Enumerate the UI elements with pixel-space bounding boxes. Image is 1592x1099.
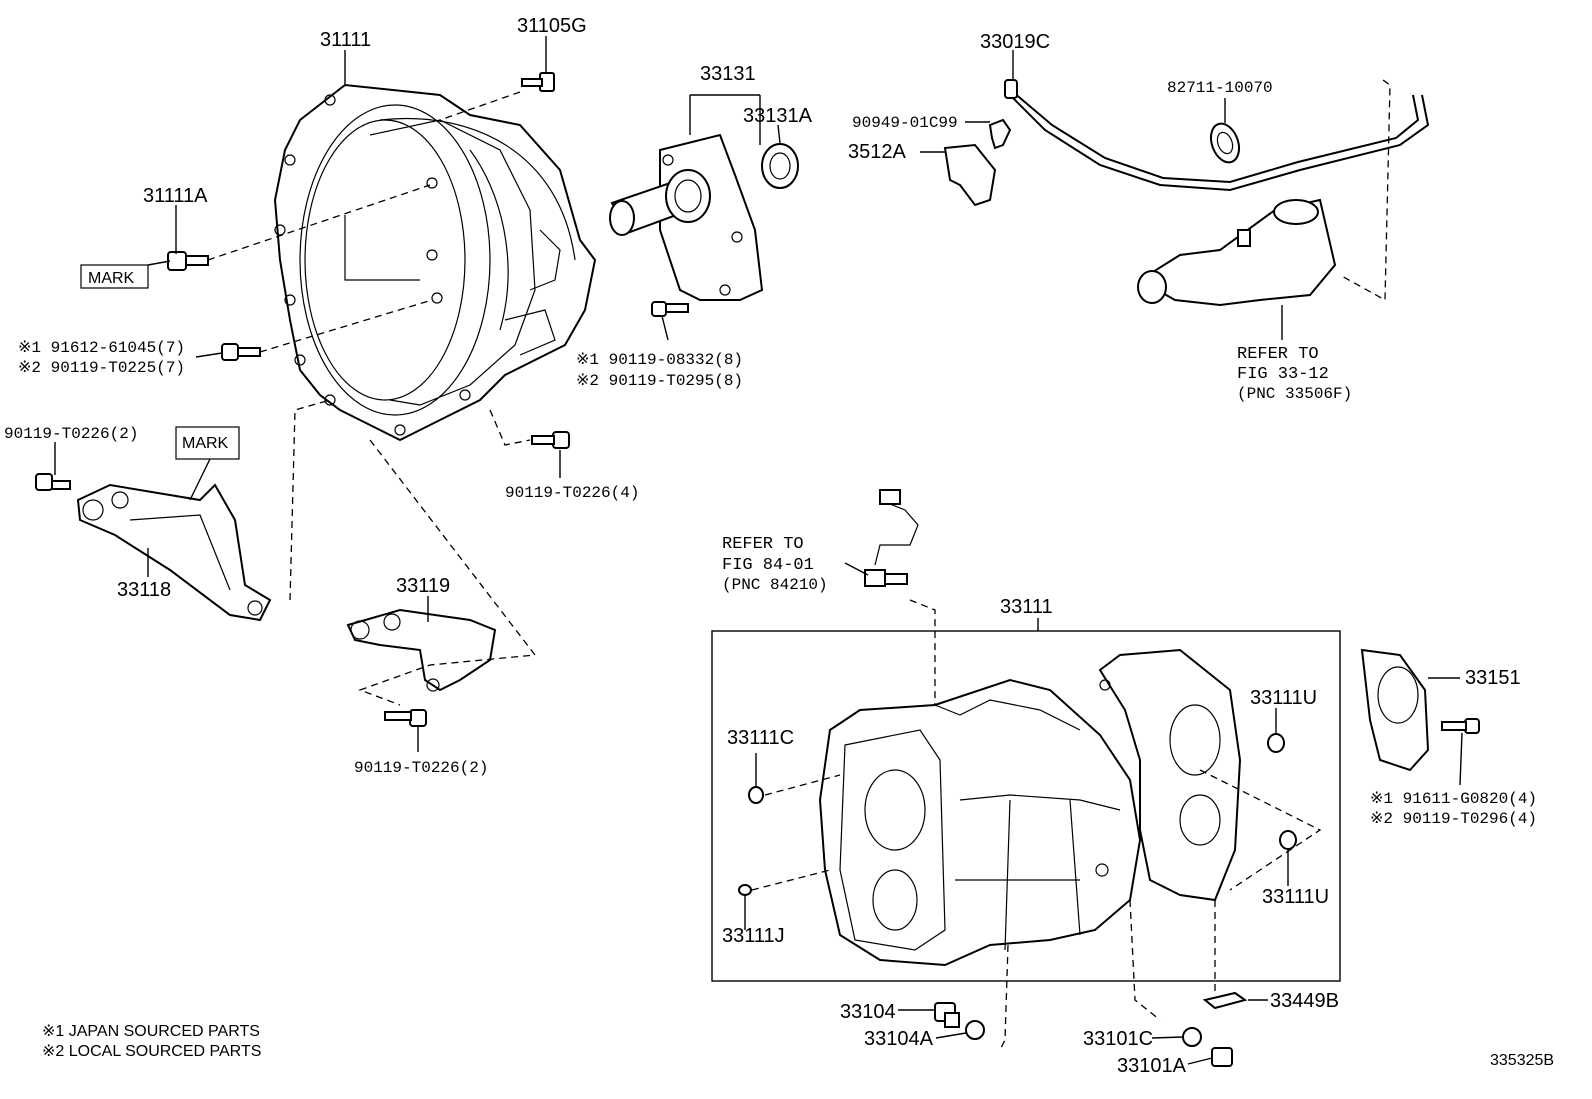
retainer-33151	[1360, 648, 1430, 772]
mark-box-2	[175, 426, 240, 460]
case-assembly-frame	[711, 630, 1341, 982]
label-33104A: 33104A	[864, 1028, 934, 1050]
breather-33449B	[1202, 991, 1248, 1010]
label-33104: 33104	[840, 1001, 896, 1023]
bracket-33119	[346, 608, 497, 692]
label-90119-T0226-2b: 90119-T0226(2)	[354, 759, 488, 777]
label-90949-01C99: 90949-01C99	[852, 114, 958, 132]
label-33131: 33131	[700, 63, 756, 85]
extension-housing-33506F	[1137, 198, 1337, 307]
gasket-33104A	[965, 1020, 985, 1040]
label-3512A: 3512A	[848, 141, 906, 163]
label-refer2a: REFER TO	[722, 535, 804, 554]
label-33449B: 33449B	[1270, 990, 1339, 1012]
label-33111U-a: 33111U	[1250, 687, 1317, 709]
gasket-33101C	[1182, 1027, 1202, 1047]
label-refer1a: REFER TO	[1237, 345, 1319, 364]
pin-33111U-a	[1267, 733, 1285, 753]
mark-box-1	[80, 264, 149, 289]
label-bolt3b: ※2 90119-T0296(4)	[1370, 810, 1537, 828]
label-refer1b: FIG 33-12	[1237, 365, 1329, 384]
label-82711-10070: 82711-10070	[1167, 79, 1273, 97]
label-bolt1a: ※1 91612-61045(7)	[18, 339, 185, 357]
label-33019C: 33019C	[980, 31, 1050, 53]
label-31111A: 31111A	[143, 185, 208, 207]
label-33101C: 33101C	[1083, 1028, 1153, 1050]
label-bolt1b: ※2 90119-T0225(7)	[18, 359, 185, 377]
bolt-90119-T0226-4	[531, 431, 570, 449]
label-mark-1: MARK	[88, 270, 135, 287]
clutch-housing-31111	[273, 83, 597, 442]
hose-33019C	[1004, 79, 1430, 192]
label-33111J: 33111J	[722, 925, 785, 947]
note-japan: ※1 JAPAN SOURCED PARTS	[42, 1023, 260, 1040]
label-33151: 33151	[1465, 667, 1521, 689]
label-33111: 33111	[1000, 596, 1053, 618]
label-bolt2a: ※1 90119-08332(8)	[576, 351, 743, 369]
label-refer2c: (PNC 84210)	[722, 576, 828, 594]
plug-33104	[934, 1002, 960, 1028]
label-refer2b: FIG 84-01	[722, 556, 814, 575]
label-refer1c: (PNC 33506F)	[1237, 385, 1352, 403]
note-local: ※2 LOCAL SOURCED PARTS	[42, 1043, 261, 1060]
label-31111: 31111	[320, 29, 371, 51]
label-33111U-b: 33111U	[1262, 886, 1329, 908]
label-33101A: 33101A	[1117, 1055, 1187, 1077]
bolt-91611-G0820	[1441, 718, 1480, 734]
bolt-90119-08332	[651, 301, 689, 317]
bolt-31105G	[521, 72, 555, 92]
pin-33111C	[748, 786, 764, 804]
sensor-84210	[864, 489, 919, 587]
bearing-retainer-33131	[609, 133, 764, 301]
oil-seal-82711-10070	[1209, 122, 1241, 164]
label-31105G: 31105G	[517, 15, 587, 37]
bolt-90119-T0226-2b	[384, 709, 427, 727]
plug-33101A	[1211, 1047, 1233, 1067]
bracket-33118	[76, 483, 272, 622]
label-33111C: 33111C	[727, 727, 794, 749]
bolt-31111A	[167, 251, 209, 271]
bracket-3512A	[943, 143, 997, 207]
label-33131A: 33131A	[743, 105, 813, 127]
figure-id: 335325B	[1490, 1052, 1554, 1069]
transmission-case-33111	[818, 678, 1142, 967]
leader-lines	[54, 36, 1463, 1065]
clip-90949-01C99	[988, 118, 1012, 150]
label-mark-2: MARK	[182, 435, 229, 452]
pin-33111J	[738, 884, 752, 896]
bolt-91612	[221, 343, 261, 361]
label-90119-T0226-4: 90119-T0226(4)	[505, 484, 639, 502]
bolt-90119-T0226-2a	[35, 473, 71, 491]
label-90119-T0226-2a: 90119-T0226(2)	[4, 425, 138, 443]
label-bolt2b: ※2 90119-T0295(8)	[576, 372, 743, 390]
label-bolt3a: ※1 91611-G0820(4)	[1370, 790, 1537, 808]
label-33119: 33119	[396, 575, 450, 597]
part-labels: 31111 31105G 31111A MARK ※1 91612-61045(…	[4, 15, 1554, 1077]
pin-33111U-b	[1279, 830, 1297, 850]
oil-seal-33131A	[761, 143, 799, 189]
label-33118: 33118	[117, 579, 171, 601]
